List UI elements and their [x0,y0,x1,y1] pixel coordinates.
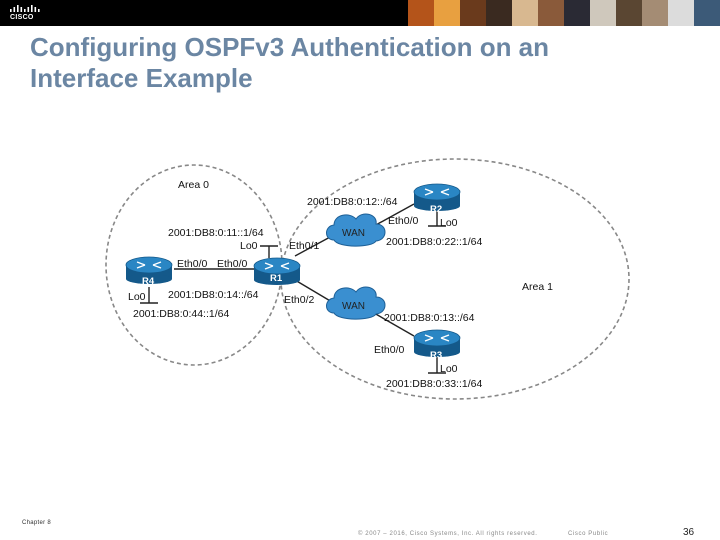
router-r4-label: R4 [142,276,155,287]
r4-eth00-label: Eth0/0 [177,258,208,270]
page-number: 36 [683,527,695,538]
header-bar: CISCO [0,0,720,26]
r1-eth00-label: Eth0/0 [217,258,248,270]
banner-photo-strip [616,0,642,26]
router-r4-icon: R4 [125,256,173,287]
r4-lo0-label: Lo0 [128,291,146,303]
banner-photo-strip [486,0,512,26]
banner-photo-strip [590,0,616,26]
r1-eth01-label: Eth0/1 [289,240,320,252]
r3-lo0-address: 2001:DB8:0:33::1/64 [386,378,482,390]
r4-lo0-address: 2001:DB8:0:44::1/64 [133,308,229,320]
r1-r2-network: 2001:DB8:0:12::/64 [307,196,398,208]
wan-bottom-label: WAN [342,301,365,312]
banner-photo-strip [668,0,694,26]
banner-photo-strip [408,0,434,26]
r1-lo0-address: 2001:DB8:0:11::1/64 [168,227,264,239]
link-r1-wan-top [294,235,333,257]
banner-photo-strip [460,0,486,26]
r1-eth02-label: Eth0/2 [284,294,315,306]
router-r3-icon: R3 [413,329,461,361]
r3-eth00-label: Eth0/0 [374,344,405,356]
r2-eth00-label: Eth0/0 [388,215,419,227]
r3-lo0-label: Lo0 [440,363,458,375]
banner-photo-strip [642,0,668,26]
router-r3-label: R3 [430,350,442,361]
classification-label: Cisco Public [568,531,609,537]
link-wan-bottom-r3 [373,312,415,337]
banner-photo-strip [564,0,590,26]
link-wan-top-r2 [373,203,415,227]
r2-lo0-address: 2001:DB8:0:22::1/64 [386,236,482,248]
router-r2-label: R2 [430,204,442,215]
router-r1-icon: R1 [253,257,301,285]
area1-label: Area 1 [522,281,553,293]
banner-photo-strip [538,0,564,26]
banner-photo-strip [694,0,720,26]
wan-cloud-top: WAN [326,213,386,247]
page-title: Configuring OSPFv3 Authentication on an … [30,32,550,93]
chapter-label: Chapter 8 [22,520,52,526]
router-r2-icon: R2 [413,183,461,215]
logo-wordmark: CISCO [10,14,34,21]
router-r1-label: R1 [270,273,283,284]
link-r1-wan-bottom [294,279,333,303]
wan-cloud-bottom: WAN [326,286,386,320]
wan-top-label: WAN [342,228,365,239]
area0-label: Area 0 [178,179,209,191]
r1-lo0-label: Lo0 [240,240,258,252]
banner-photo-strip [512,0,538,26]
banner-photo-strip [434,0,460,26]
r2-lo0-label: Lo0 [440,217,458,229]
copyright-notice: © 2007 – 2016, Cisco Systems, Inc. All r… [358,531,538,537]
r1-r4-network: 2001:DB8:0:14::/64 [168,289,259,301]
r1-r3-network: 2001:DB8:0:13::/64 [384,312,475,324]
photo-banner [408,0,720,26]
cisco-logo-icon [10,5,40,12]
